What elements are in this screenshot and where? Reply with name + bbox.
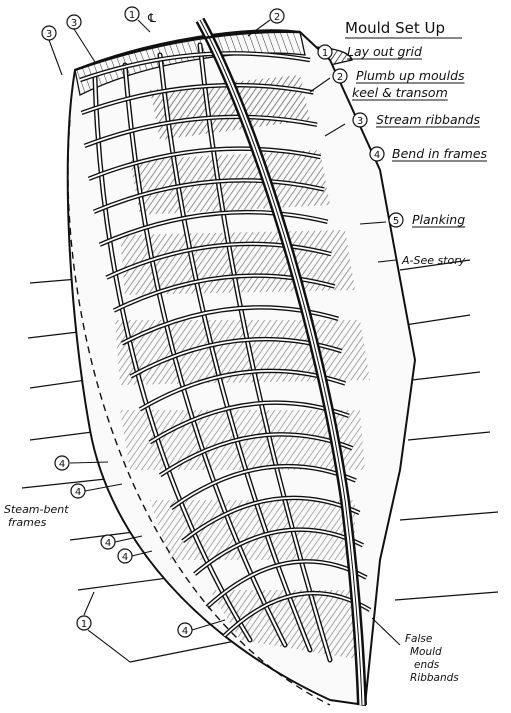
- marker-1b-circle: [76, 615, 92, 631]
- centerline-symbol: ℄: [147, 11, 156, 25]
- callout-mould: Mould: [410, 646, 442, 658]
- grid-line: [129, 639, 241, 663]
- legend-step-label: keel & transom: [352, 85, 448, 100]
- callout-ends: ends: [414, 659, 440, 671]
- grid-line: [407, 431, 491, 441]
- legend-step-number: 3: [357, 116, 363, 127]
- marker-4-label: 4: [105, 538, 111, 549]
- callout-false: False: [405, 633, 432, 645]
- legend-step-number: 4: [374, 150, 380, 161]
- transom: [74, 29, 306, 96]
- callout-steam-bent: Steam-bent: [4, 503, 69, 516]
- legend-step-circle: [332, 68, 348, 84]
- marker-4-label: 4: [75, 487, 81, 498]
- marker-4-label: 4: [122, 552, 128, 563]
- legend-step-circle: [388, 212, 404, 228]
- marker-4-label: 4: [59, 459, 65, 470]
- marker-labels: 1 2 3 3 4 4 4 4 4 1 ℄: [46, 10, 280, 637]
- mould-section: [150, 75, 310, 140]
- grid-line: [399, 259, 471, 271]
- legend-step-label: Planking: [412, 212, 465, 227]
- grid-line: [399, 511, 499, 521]
- grid-line: [21, 477, 116, 489]
- grid-line: [394, 591, 499, 601]
- marker-2-label: 2: [274, 12, 280, 23]
- legend-step-circle: [352, 112, 368, 128]
- grid-line: [404, 314, 471, 326]
- legend: 1 Lay out grid 2 Plumb up moulds keel & tran…: [317, 44, 488, 228]
- callout-frames: frames: [8, 516, 47, 529]
- planking-line: [67, 119, 331, 706]
- marker-1-circle: [124, 6, 140, 22]
- marker-1b-label: 1: [81, 619, 87, 630]
- legend-step-number: 1: [322, 48, 328, 59]
- legend-step-circle: [317, 44, 333, 60]
- grid-line: [411, 371, 481, 381]
- legend-step-label: Lay out grid: [347, 44, 422, 59]
- marker-4-circle: [54, 455, 70, 471]
- marker-2-circle: [269, 8, 285, 24]
- marker-3b-label: 3: [71, 18, 77, 29]
- legend-step-label: Stream ribbands: [376, 112, 480, 127]
- diagram-title: Mould Set Up: [345, 19, 445, 37]
- marker-3-label: 3: [46, 29, 52, 40]
- leaders: [48, 19, 401, 663]
- legend-step-number: 5: [393, 216, 399, 227]
- legend-step-number: 2: [337, 72, 343, 83]
- note-see-story: A-See story: [401, 254, 466, 267]
- legend-step-label: Plumb up moulds: [356, 68, 465, 83]
- marker-1-label: 1: [129, 10, 135, 21]
- marker-4-label: 4: [182, 626, 188, 637]
- callout-ribbands: Ribbands: [410, 672, 459, 684]
- legend-step-circle: [369, 146, 385, 162]
- hull-interior: [79, 42, 372, 663]
- legend-step-label: Bend in frames: [392, 146, 488, 161]
